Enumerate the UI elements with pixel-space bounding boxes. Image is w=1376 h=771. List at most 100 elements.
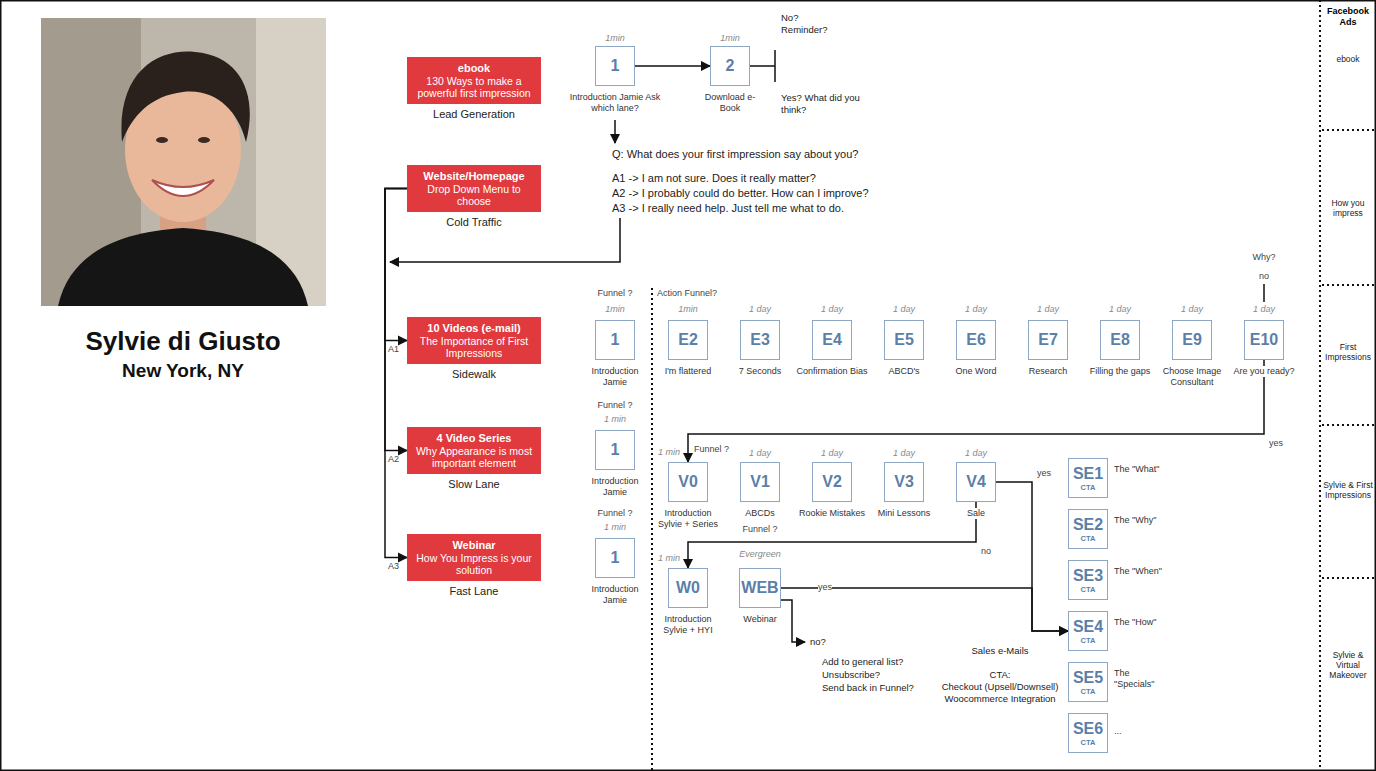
step-box: E2 [668,320,708,360]
text-label: First Impressions [1322,342,1374,362]
text-label: 1 min [595,414,635,425]
box-subtitle: CTA [1081,687,1096,696]
text-label: Introduction Jamie [579,584,651,606]
box-title: E6 [966,331,986,349]
edge-label: no [981,546,991,557]
stage-box: 10 Videos (e-mail)The Importance of Firs… [407,317,541,364]
text-label: 1min [595,33,635,44]
box-title: E5 [894,331,914,349]
text-label: A1 -> I am not sure. Does it really matt… [612,172,816,185]
step-box: V3 [884,462,924,502]
text-label: Funnel ? [590,508,640,519]
text-label: 1 day [956,304,996,315]
text-label: Send back in Funnel? [822,682,914,694]
text-label: Sale [940,508,1012,519]
text-label: Research [1012,366,1084,377]
box-title: V2 [822,473,842,491]
step-box: 1 [595,430,635,470]
text-label: Funnel ? [590,400,640,411]
stage-box: ebook130 Ways to make a powerful first i… [407,57,541,104]
box-title: W0 [676,579,700,597]
text-label: ... [1114,726,1122,737]
edge-label: yes [1037,468,1051,479]
text-label: 1 day [740,304,780,315]
dotted-separator [651,288,653,771]
step-box: WEB [739,568,781,608]
box-title: V0 [678,473,698,491]
text-label: Are you ready? [1228,366,1300,377]
connector [385,189,407,451]
box-title: 1 [611,549,620,567]
edge-label: A2 [388,454,399,465]
step-box: V0 [668,462,708,502]
text-label: The "Why" [1114,515,1164,526]
text-label: 1 day [884,304,924,315]
stage-box: 4 Video SeriesWhy Appearance is most imp… [407,427,541,474]
text-label: Add to general list? [822,656,903,668]
text-label: 1 day [1028,304,1068,315]
box-subtitle: Drop Down Menu to choose [411,183,537,207]
photo-smile [152,180,214,196]
box-title: V1 [750,473,770,491]
box-title: ebook [411,62,537,75]
step-box: SE3CTA [1068,560,1108,600]
edge-label: A1 [388,344,399,355]
box-title: E10 [1250,331,1278,349]
box-subtitle: CTA [1081,483,1096,492]
text-label: Slow Lane [407,478,541,491]
photo-jacket [58,228,308,306]
box-title: E9 [1182,331,1202,349]
text-label: The "How" [1114,617,1164,628]
flow-arrow [614,120,616,143]
box-title: WEB [741,579,778,597]
box-title: 2 [726,57,735,75]
flow-arrow [390,218,620,262]
step-box: E9 [1172,320,1212,360]
box-subtitle: How You Impress is your solution [411,552,537,576]
text-label: Sylvie & First Impressions [1322,480,1374,500]
step-box: E3 [740,320,780,360]
connector [781,588,1068,631]
text-label: Woocommerce Integration [930,693,1070,705]
text-label: The "What" [1114,464,1164,475]
box-title: Webinar [411,539,537,552]
text-label: 1 min [595,522,635,533]
text-label: Introduction Sylvie + Series [652,508,724,530]
step-box: V1 [740,462,780,502]
dotted-separator [1322,424,1376,426]
box-title: 4 Video Series [411,432,537,445]
text-label: no? [810,636,826,648]
text-label: 1min [595,304,635,315]
box-title: SE1 [1073,465,1103,483]
box-title: SE3 [1073,567,1103,585]
box-subtitle: CTA [1081,636,1096,645]
text-label: The "Specials" [1114,668,1164,690]
text-label: Yes? What did you think? [781,92,881,116]
box-subtitle: CTA [1081,534,1096,543]
text-label: Sales e-Mails [945,645,1055,657]
text-label: ebook [1322,54,1374,64]
text-label: Rookie Mistakes [796,508,868,519]
dotted-separator [1322,284,1376,286]
photo-eye [156,137,168,143]
box-title: E7 [1038,331,1058,349]
text-label: Download e-Book [700,92,760,114]
text-label: Introduction Jamie [579,476,651,498]
step-box: V4 [956,462,996,502]
box-title: E4 [822,331,842,349]
text-label: A2 -> I probably could do better. How ca… [612,187,869,200]
text-label: 1 min [655,553,683,564]
text-label: Lead Generation [407,108,541,121]
dotted-separator [1322,577,1376,579]
text-label: 1min [668,304,708,315]
text-label: How you impress [1322,198,1374,218]
text-label: 1 day [956,448,996,459]
text-label: 1min [710,33,750,44]
text-label: One Word [940,366,1012,377]
text-label: 1 day [1100,304,1140,315]
edge-label: yes [818,582,832,593]
